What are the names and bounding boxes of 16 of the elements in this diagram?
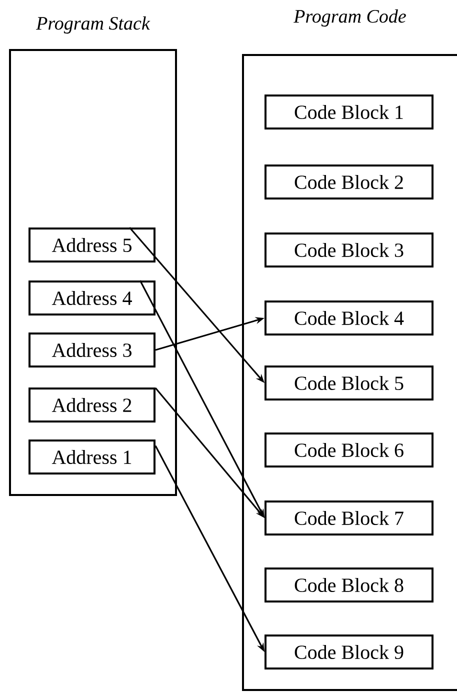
code-block-box: Code Block 9 [264,634,434,670]
code-block-box: Code Block 5 [264,366,434,400]
address-box: Address 2 [28,388,156,422]
container-title: Program Stack [36,16,150,34]
code-block-box: Code Block 1 [264,94,434,130]
code-block-box: Code Block 8 [264,568,434,602]
address-box: Address 4 [28,280,156,316]
address-box: Address 3 [28,332,156,368]
code-block-box: Code Block 2 [264,164,434,200]
code-block-box: Code Block 3 [264,232,434,268]
code-block-box: Code Block 4 [264,300,434,336]
address-box: Address 1 [28,440,156,474]
code-block-box: Code Block 7 [264,500,434,536]
container-title: Program Code [294,9,406,27]
code-block-box: Code Block 6 [264,432,434,468]
address-box: Address 5 [28,228,156,262]
